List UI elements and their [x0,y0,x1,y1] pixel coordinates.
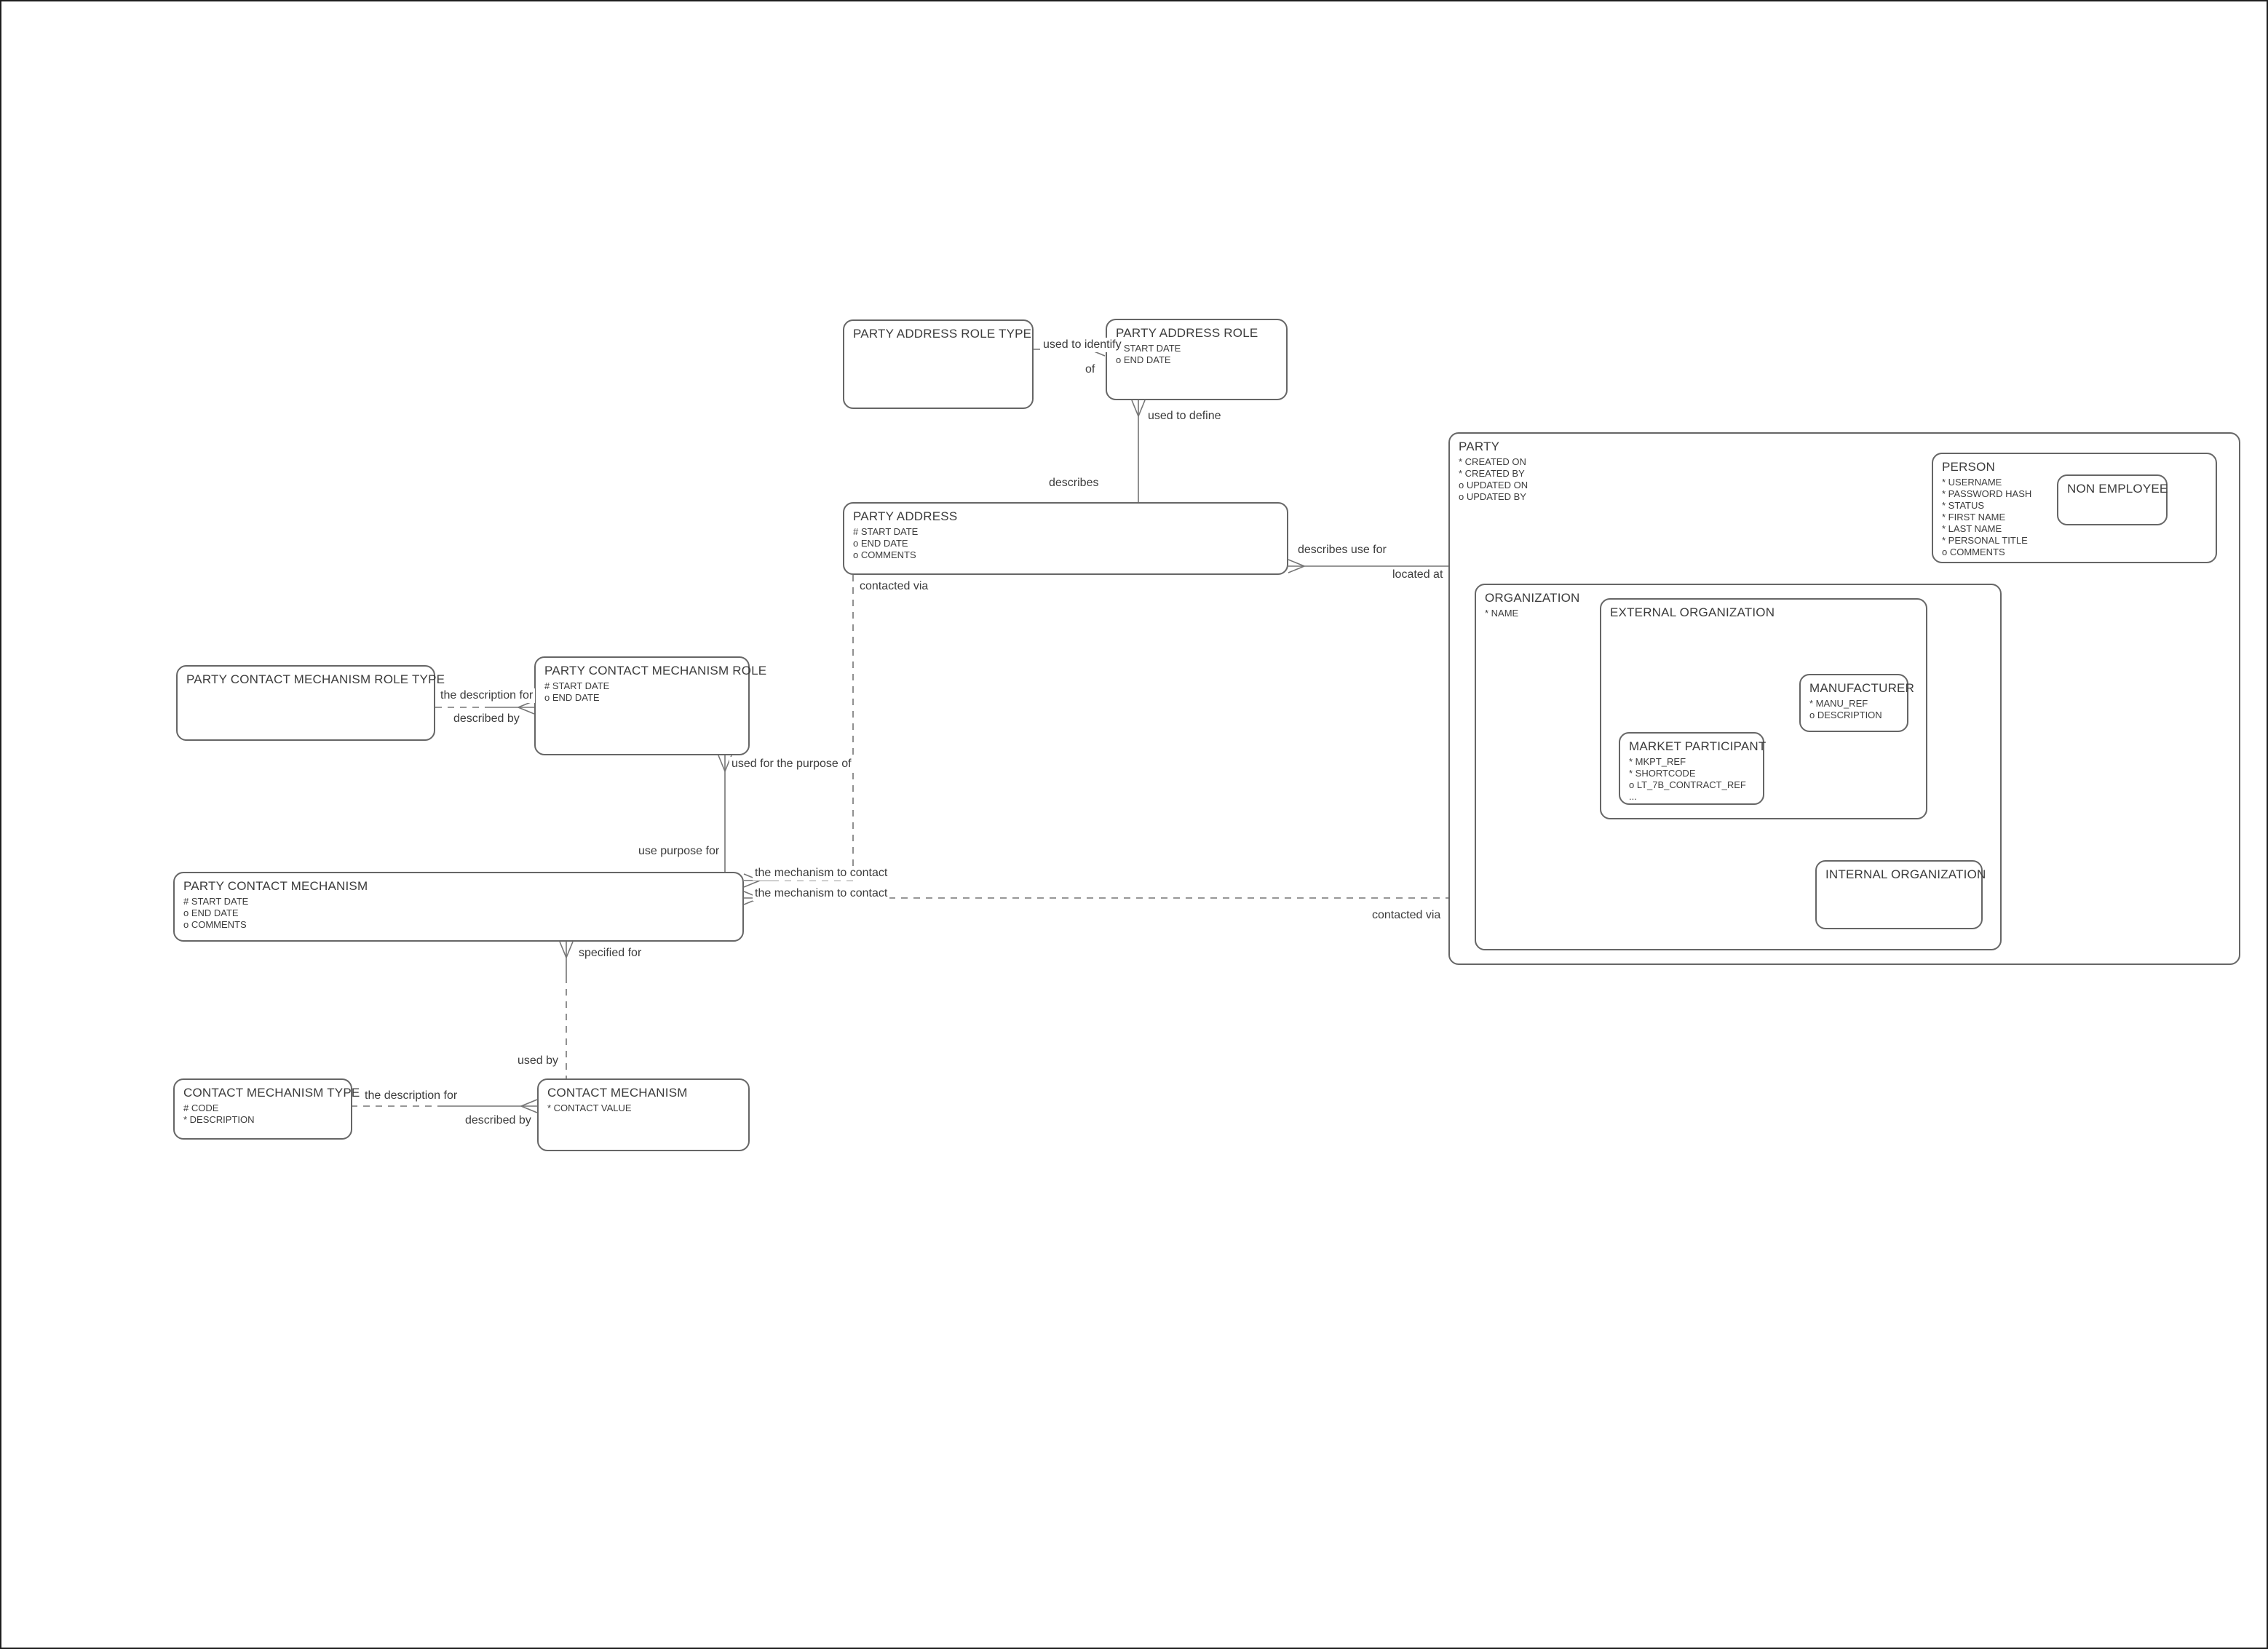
relationship-label: the mechanism to contact [753,886,890,901]
entity-attribute: * SHORTCODE [1629,768,1696,779]
entity-title: PARTY ADDRESS ROLE [1116,326,1258,340]
entity-attribute: o DESCRIPTION [1809,710,1882,720]
relationship-line-cm-type-describes-cm [351,1099,538,1113]
entity-contact-mechanism-type: CONTACT MECHANISM TYPE # CODE* DESCRIPTIO… [173,1078,360,1140]
relationship-label: of [1083,362,1098,377]
relationship-label: describes [1047,476,1101,490]
entity-attribute: o UPDATED ON [1459,480,1528,490]
entity-title: ORGANIZATION [1485,591,1580,605]
entity-attribute: # CODE [183,1102,219,1113]
relationship-label: use purpose for [636,844,722,859]
entity-attribute: # START DATE [1116,343,1181,354]
entity-title: MANUFACTURER [1809,681,1915,695]
relationship-label: the mechanism to contact [753,866,890,881]
relationship-label: the description for [362,1089,460,1103]
entity-attribute: o COMMENTS [183,919,247,930]
entity-title: PARTY CONTACT MECHANISM ROLE TYPE [186,672,445,686]
relationship-label: described by [463,1113,534,1128]
entity-attribute: o END DATE [1116,354,1171,365]
entity-attribute: o END DATE [544,692,600,703]
relationship-label: contacted via [857,579,931,594]
entity-attribute: * DESCRIPTION [183,1114,255,1125]
entity-attribute: o UPDATED BY [1459,491,1526,502]
relationship-label: located at [1390,568,1446,582]
entity-attribute: * MANU_REF [1809,698,1868,709]
relationship-line-address-located-at-party [1288,559,1448,573]
entity-title: CONTACT MECHANISM TYPE [183,1086,360,1100]
entity-attribute: * CREATED ON [1459,456,1526,467]
entity-attribute: # START DATE [853,526,919,537]
entity-title: PARTY CONTACT MECHANISM [183,879,368,893]
entity-party-contact-mechanism-role-type: PARTY CONTACT MECHANISM ROLE TYPE [176,665,445,741]
entity-attributes: * NAME [1485,608,1991,619]
relationship-label: used for the purpose of [729,757,854,771]
entity-title: PARTY [1459,440,1500,453]
relationship-line-cm-role-purpose-of-mechanism [718,755,732,872]
relationship-label: described by [451,712,522,726]
entity-internal-organization: INTERNAL ORGANIZATION [1815,860,1986,929]
entity-attribute: * LAST NAME [1942,523,2002,534]
entity-attribute: * FIRST NAME [1942,512,2006,522]
entity-attribute: o COMMENTS [1942,547,2005,557]
entity-attribute: * NAME [1485,608,1519,619]
entity-title: PERSON [1942,460,1995,474]
entity-attributes: * CONTACT VALUE [547,1102,740,1114]
entity-attribute: * PASSWORD HASH [1942,488,2032,499]
relationship-line-cm-role-type-describes-role [435,700,535,715]
entity-attributes: # CODE* DESCRIPTION [183,1102,342,1126]
entity-title: EXTERNAL ORGANIZATION [1610,605,1775,619]
entity-attribute: o LT_7B_CONTRACT_REF [1629,779,1746,790]
entity-attribute: # START DATE [183,896,249,907]
entity-title: PARTY CONTACT MECHANISM ROLE [544,664,767,678]
entity-attribute: ... [1629,791,1637,802]
entity-title: MARKET PARTICIPANT [1629,739,1767,753]
entity-non-employee: NON EMPLOYEE [2057,474,2168,525]
entity-attribute: # START DATE [544,680,610,691]
entity-title: PARTY ADDRESS [853,509,958,523]
relationship-label: the description for [438,688,536,703]
entity-title: CONTACT MECHANISM [547,1086,688,1100]
entity-title: INTERNAL ORGANIZATION [1825,867,1986,881]
entity-party-address-role-type: PARTY ADDRESS ROLE TYPE [843,319,1034,409]
relationship-label: used to identify [1041,338,1124,352]
entity-attribute: o COMMENTS [853,549,916,560]
relationship-line-address-contacted-via-mechanism [743,575,854,888]
entity-attribute: * MKPT_REF [1629,756,1686,767]
entity-title: PARTY ADDRESS ROLE TYPE [853,327,1032,341]
relationship-label: used by [515,1054,561,1068]
relationship-label: specified for [576,946,644,961]
relationship-label: describes use for [1296,543,1389,557]
entity-attribute: o END DATE [853,538,908,549]
entity-attribute: o END DATE [183,907,239,918]
entity-title: NON EMPLOYEE [2067,482,2168,496]
entity-party-contact-mechanism-role: PARTY CONTACT MECHANISM ROLE # START DATE… [534,656,767,755]
entity-contact-mechanism: CONTACT MECHANISM * CONTACT VALUE [537,1078,750,1151]
relationship-line-address-role-defines-address [1131,400,1146,502]
entity-attributes: * USERNAME* PASSWORD HASH* STATUS* FIRST… [1942,477,2207,558]
relationship-label: used to define [1146,409,1224,424]
relationship-line-party-cm-specified-for-cm [559,941,574,1078]
entity-attribute: * CONTACT VALUE [547,1102,632,1113]
entity-attribute: * PERSONAL TITLE [1942,535,2028,546]
entity-attribute: * STATUS [1942,500,1985,511]
entity-attribute: * CREATED BY [1459,468,1525,479]
relationship-label: contacted via [1370,908,1443,923]
entity-attribute: * USERNAME [1942,477,2002,488]
